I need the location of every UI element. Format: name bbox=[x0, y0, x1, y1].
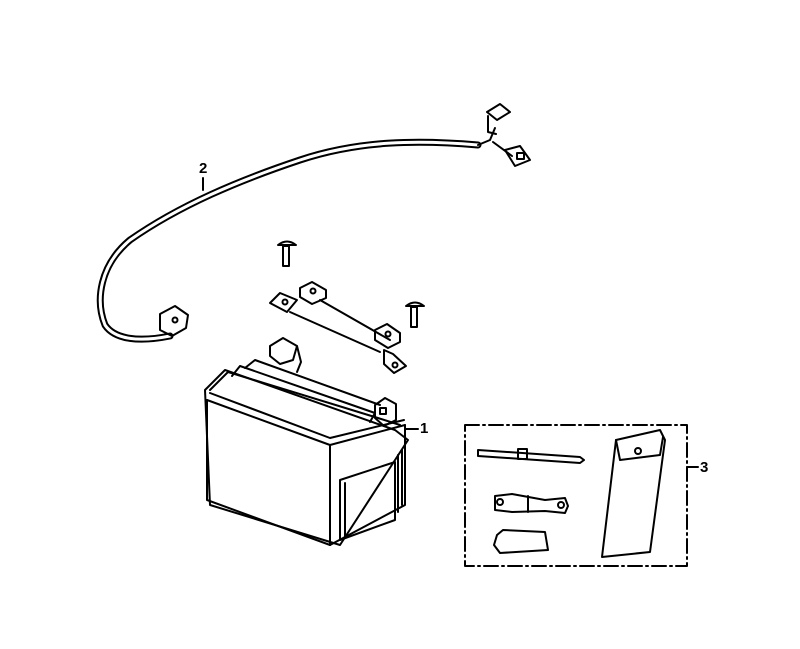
small-tool bbox=[493, 529, 549, 554]
battery-bracket bbox=[269, 281, 407, 374]
tool-pouch bbox=[601, 429, 666, 558]
bolt-right bbox=[405, 301, 425, 328]
part-number-3: 3 bbox=[700, 459, 709, 476]
wrench bbox=[494, 493, 569, 514]
battery bbox=[204, 337, 409, 546]
bolt-left bbox=[277, 240, 297, 267]
part-number-1: 1 bbox=[420, 420, 429, 437]
part-number-2: 2 bbox=[199, 160, 208, 177]
battery-cable bbox=[96, 103, 531, 343]
screwdriver bbox=[477, 448, 585, 464]
tool-kit bbox=[464, 424, 688, 567]
